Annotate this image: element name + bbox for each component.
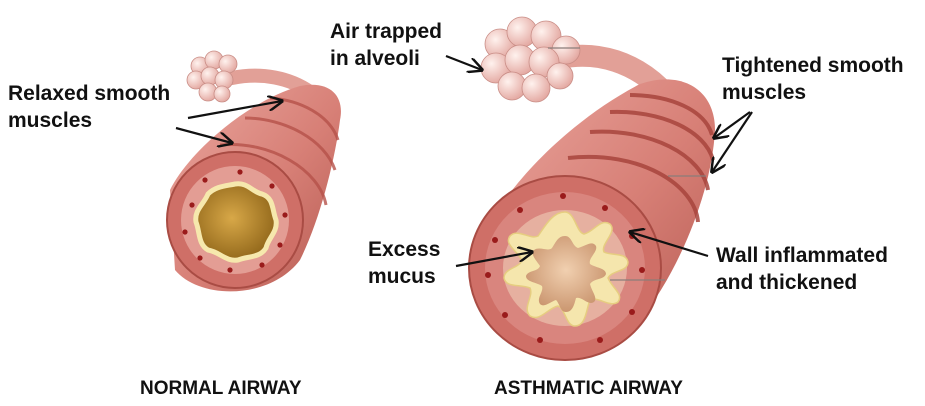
air-trapped-label-line-1: Air trapped (330, 18, 442, 45)
tightened-muscles-label-line-1: Tightened smooth (722, 52, 904, 79)
asthmatic-airway-illustration (469, 17, 715, 360)
air-trapped-label-line-2: in alveoli (330, 45, 442, 72)
tightened-muscles-label: Tightened smooth muscles (722, 52, 904, 106)
normal-lumen (196, 184, 277, 261)
normal-alveoli-cluster (187, 51, 237, 102)
wall-inflamed-label: Wall inflammated and thickened (716, 242, 888, 296)
air-trapped-arrow (446, 56, 482, 70)
air-trapped-label: Air trapped in alveoli (330, 18, 442, 72)
relaxed-muscles-label: Relaxed smooth muscles (8, 80, 170, 134)
wall-inflamed-label-line-1: Wall inflammated (716, 242, 888, 269)
relaxed-muscles-label-line-1: Relaxed smooth (8, 80, 170, 107)
tightened-muscles-label-line-2: muscles (722, 79, 904, 106)
asthmatic-airway-caption: ASTHMATIC AIRWAY (494, 378, 683, 400)
tightened-arrow-2 (712, 112, 752, 172)
normal-airway-cross-section (167, 152, 303, 288)
excess-mucus-label-line-1: Excess (368, 236, 440, 263)
excess-mucus-label-line-2: mucus (368, 263, 440, 290)
asthmatic-alveoli-cluster (481, 17, 580, 102)
normal-airway-caption: NORMAL AIRWAY (140, 378, 302, 400)
excess-mucus-label: Excess mucus (368, 236, 440, 290)
relaxed-muscles-label-line-2: muscles (8, 107, 170, 134)
wall-inflamed-label-line-2: and thickened (716, 269, 888, 296)
normal-airway-illustration (167, 51, 341, 291)
